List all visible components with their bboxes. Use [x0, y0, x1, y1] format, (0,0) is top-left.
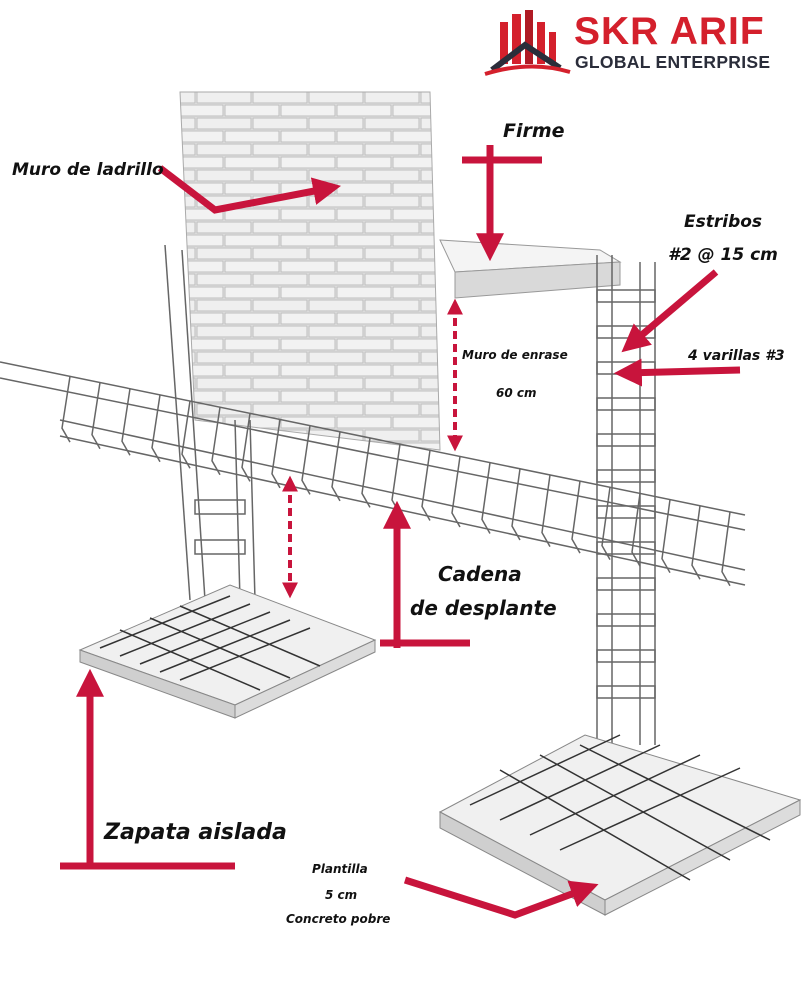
- label-enrase-height: 60 cm: [496, 386, 537, 400]
- label-firme: Firme: [503, 120, 565, 142]
- beam-stirrup: [331, 431, 341, 502]
- column-stirrup: [596, 505, 656, 519]
- beam-stirrup: [361, 437, 371, 508]
- logo-icon: [484, 10, 571, 76]
- beam-stirrup: [421, 450, 431, 521]
- beam-stirrup: [571, 481, 581, 554]
- beam-stirrup: [181, 400, 191, 469]
- column-stirrup: [596, 469, 656, 483]
- right-footing: [438, 734, 801, 916]
- column-stirrup: [596, 541, 656, 555]
- left-column: [164, 244, 256, 601]
- beam-stirrup: [91, 382, 101, 450]
- beam-stirrup: [661, 499, 671, 574]
- annotation-arrows: [60, 145, 741, 919]
- beam-stirrup: [121, 388, 131, 456]
- brick-wall: [179, 91, 441, 451]
- label-estribos-spec: #2 @ 15 cm: [668, 245, 778, 265]
- beam-stirrup: [391, 444, 401, 515]
- label-muro-enrase: Muro de enrase: [462, 348, 568, 362]
- label-plantilla-thickness: 5 cm: [325, 888, 358, 902]
- beam-stirrup: [241, 413, 251, 482]
- cadena-beam: [0, 361, 746, 587]
- beam-stirrup: [691, 505, 701, 580]
- label-muro-ladrillo: Muro de ladrillo: [12, 160, 164, 180]
- beam-stirrup: [211, 407, 221, 476]
- beam-stirrup: [151, 394, 161, 463]
- beam-stirrup: [481, 462, 491, 534]
- beam-stirrup: [541, 474, 551, 547]
- column-stirrup: [596, 649, 656, 663]
- logo-name: SKR ARIF: [574, 10, 765, 53]
- column-stirrup: [596, 685, 656, 699]
- column-stirrup: [596, 433, 656, 447]
- label-varillas: 4 varillas #3: [688, 348, 785, 364]
- label-concreto-pobre: Concreto pobre: [286, 912, 391, 926]
- column-stirrup: [596, 577, 656, 591]
- beam-stirrup: [61, 376, 71, 443]
- arrow-estribos: [621, 269, 719, 353]
- column-stirrup: [596, 397, 656, 411]
- column-stirrup: [596, 613, 656, 627]
- beam-stirrup: [631, 493, 641, 567]
- label-cadena: Cadena: [438, 562, 522, 586]
- beam-stirrup: [601, 487, 611, 561]
- beam-stirrup: [511, 468, 521, 541]
- arrow-plantilla: [403, 876, 599, 919]
- left-footing: [78, 584, 377, 719]
- beam-stirrup: [271, 419, 281, 489]
- firme-slab: [439, 239, 622, 299]
- beam-stirrup: [301, 425, 311, 495]
- arrow-muro-ladrillo: [157, 165, 342, 214]
- label-estribos: Estribos: [684, 212, 763, 232]
- beam-stirrup: [451, 456, 461, 528]
- right-column: [596, 255, 656, 745]
- logo-subtitle: GLOBAL ENTERPRISE: [575, 52, 771, 72]
- label-de-desplante: de desplante: [410, 596, 557, 620]
- label-plantilla: Plantilla: [312, 862, 368, 876]
- beam-stirrup: [721, 511, 731, 587]
- column-stirrup: [596, 289, 656, 303]
- arrow-varillas: [613, 358, 741, 387]
- label-zapata-aislada: Zapata aislada: [104, 820, 287, 845]
